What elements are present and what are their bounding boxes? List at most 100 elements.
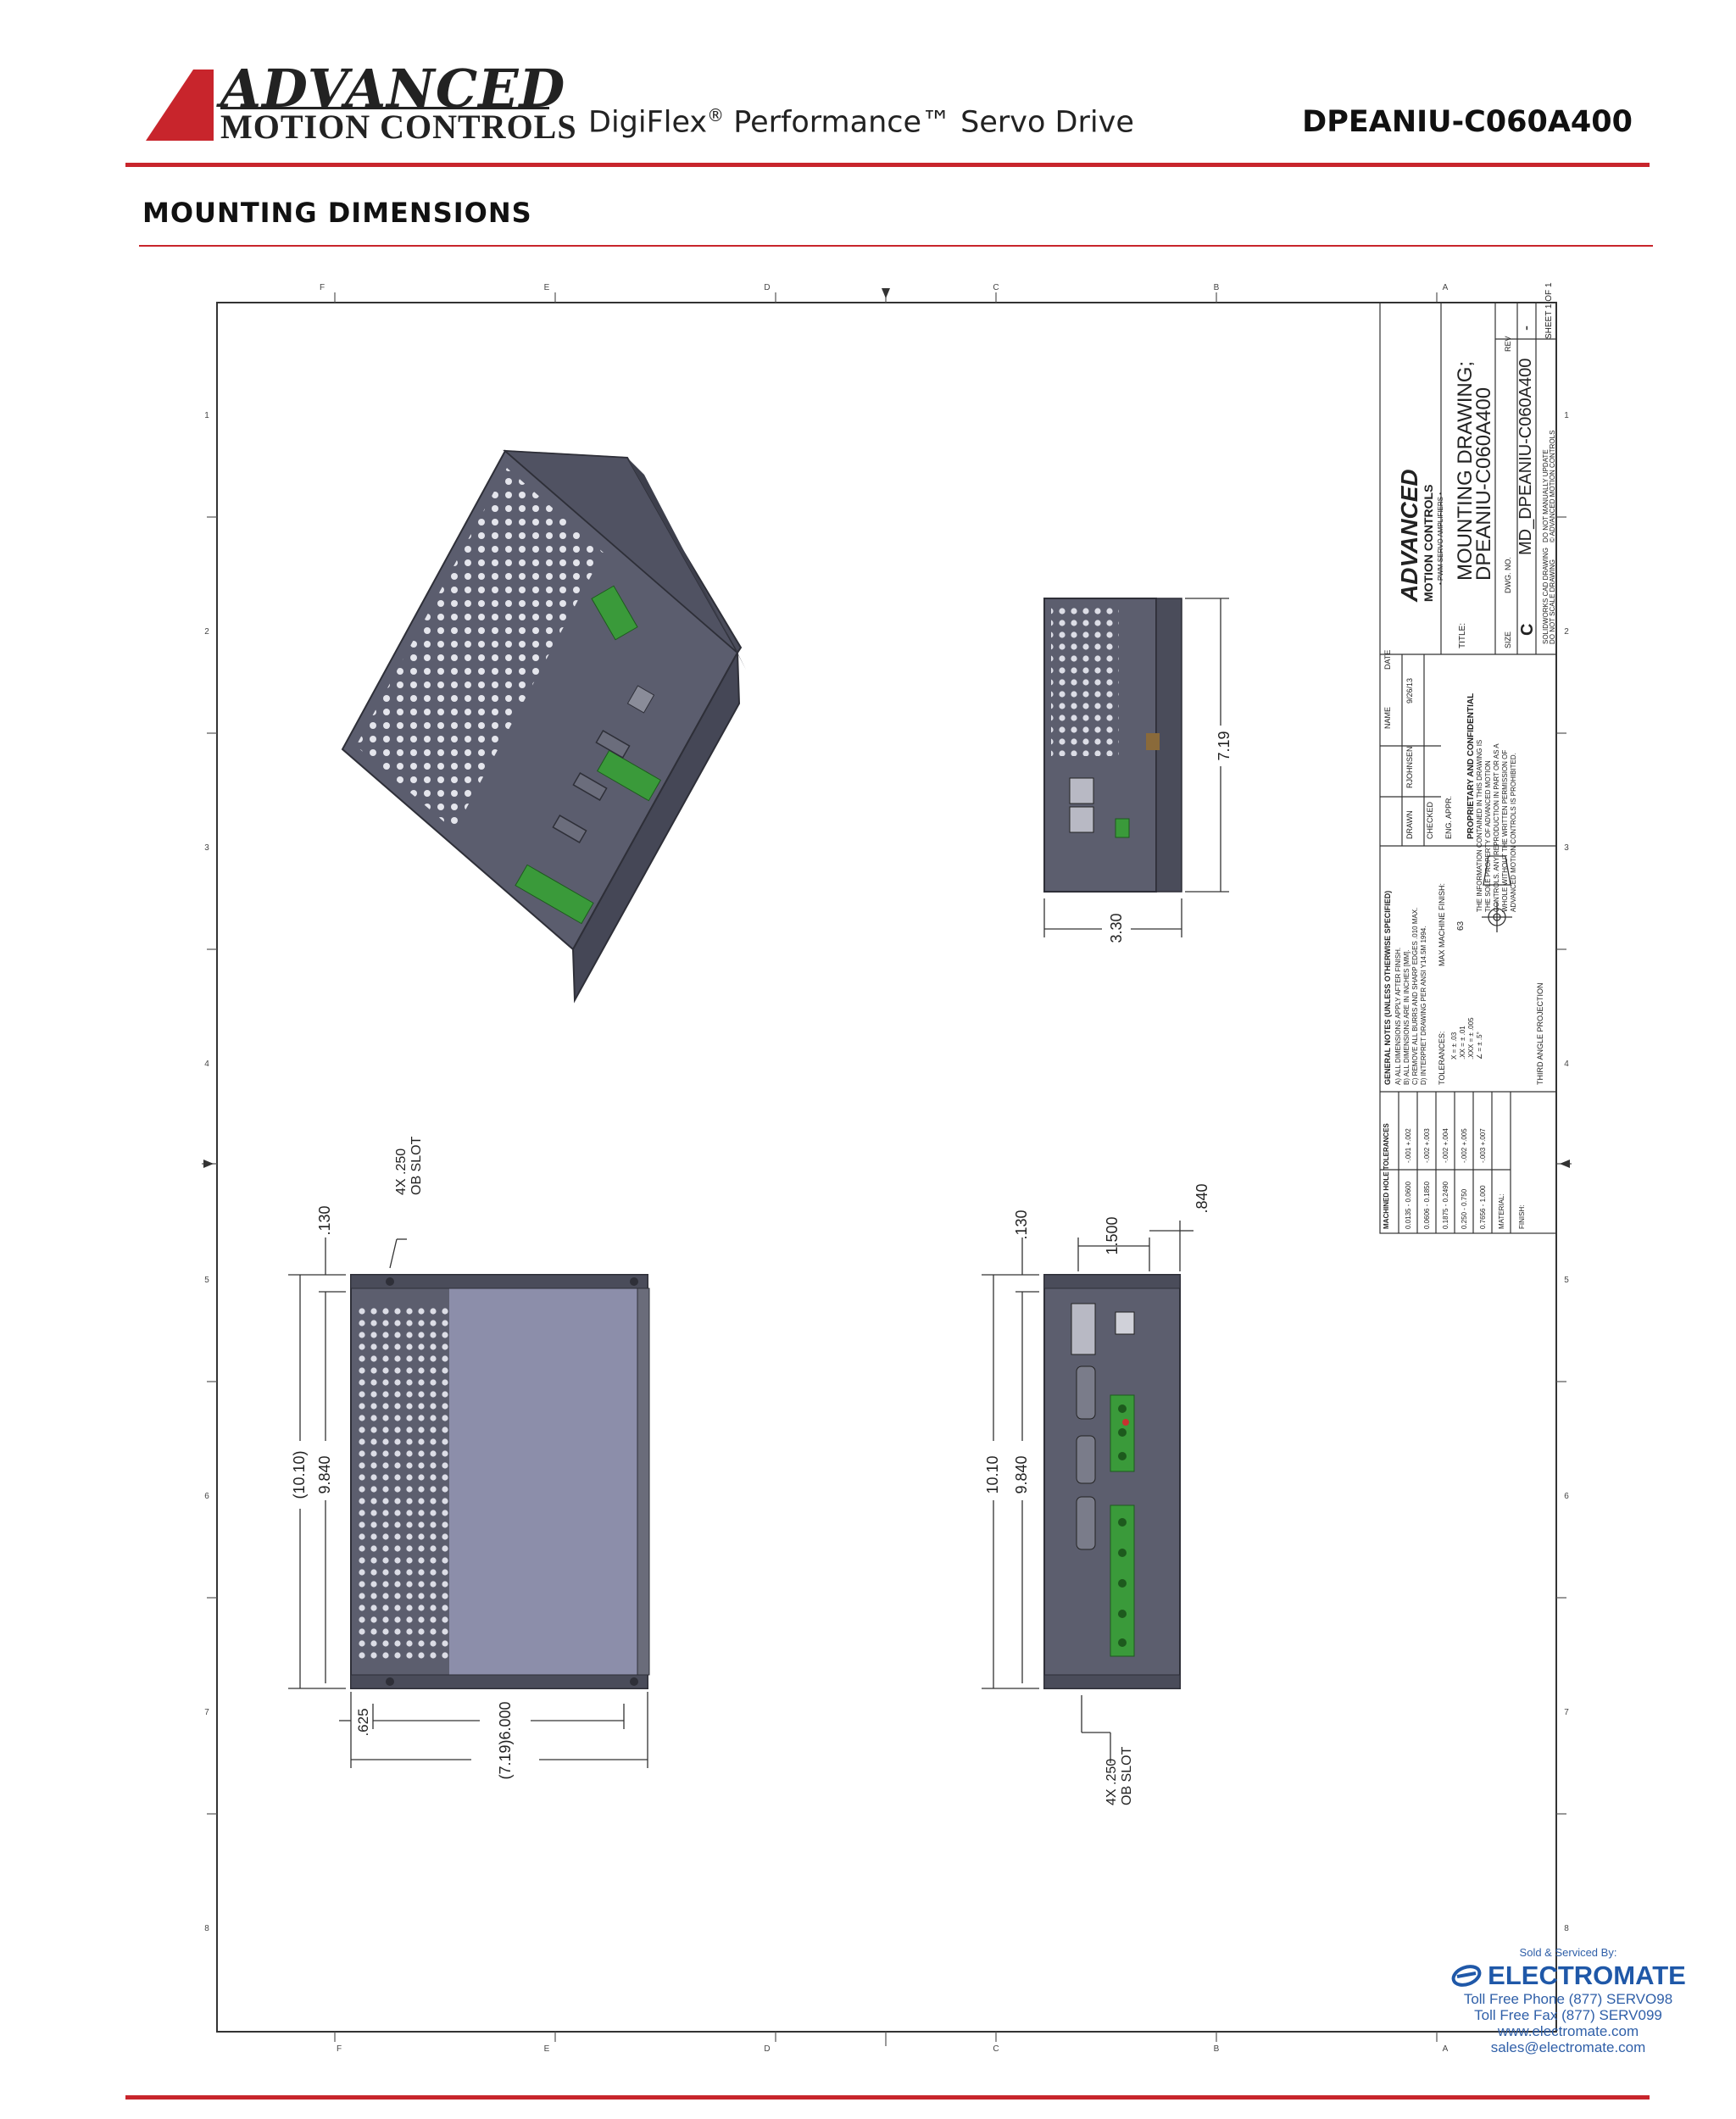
tb-drawn-label: DRAWN	[1405, 810, 1414, 839]
center-arrow-right	[1560, 1160, 1570, 1168]
zone-number: 4	[204, 1060, 209, 1069]
tb-do-not: DO NOT MANUALLY UPDATE	[1542, 449, 1550, 542]
zone-number: 1	[204, 411, 209, 420]
side-view	[1043, 598, 1182, 893]
side-flange	[1155, 598, 1182, 893]
zone-letter: D	[764, 283, 770, 292]
dim-130-left: .130	[316, 1205, 333, 1235]
tb-general-notes: GENERAL NOTES (UNLESS OTHERWISE SPECIFIE…	[1383, 891, 1392, 1085]
tb-hole-row: 0.250 - 0.750	[1461, 1188, 1468, 1229]
header-rule	[125, 163, 1650, 167]
tb-third-angle: THIRD ANGLE PROJECTION	[1536, 982, 1544, 1085]
part-number: DPEANIU-C060A400	[1302, 105, 1633, 139]
dim-10-10-left: (10.10)	[291, 1450, 308, 1499]
dim-10-10-right: 10.10	[984, 1455, 1001, 1493]
dim-7-19-bottom: (7.19)	[497, 1739, 514, 1779]
tb-eng-label: ENG. APPR.	[1444, 796, 1453, 839]
tb-tol: X = ± .03	[1450, 1032, 1458, 1060]
zone-number: 1	[1564, 411, 1569, 420]
top-edge-right	[637, 1288, 650, 1676]
dim-3-30: 3.30	[1108, 913, 1125, 943]
iso-connector	[597, 749, 661, 802]
page-header: ADVANCED MOTION CONTROLS DigiFlex® Perfo…	[0, 0, 1736, 170]
front-dsub-3	[1076, 1496, 1096, 1550]
zone-letters-bottom: F E D C B A	[337, 2044, 1449, 2054]
iso-port	[552, 815, 587, 843]
zone-number: 2	[204, 627, 209, 637]
slot-label-bottom: 4X .250 OB SLOT	[1104, 1746, 1134, 1805]
company-logo: ADVANCED MOTION CONTROLS	[142, 58, 576, 146]
tb-rev-label: REV	[1504, 336, 1512, 352]
iso-dsub-ports	[552, 730, 631, 843]
tb-hole-tol-title: MACHINED HOLE TOLERANCES	[1383, 1123, 1390, 1229]
tb-company-sub: • PWM SERVO AMPLIFIERS •	[1437, 492, 1444, 585]
tb-dwg-value: MD_DPEANIU-C060A400	[1516, 359, 1535, 555]
tb-hole-row: 0.0135 - 0.0600	[1405, 1181, 1412, 1229]
zone-number: 8	[204, 1924, 209, 1933]
front-dsub-2	[1076, 1435, 1096, 1484]
iso-rj-port	[626, 685, 655, 714]
slot-label-line1: 4X .250	[394, 1148, 409, 1195]
tb-max-finish: MAX MACHINE FINISH:	[1438, 883, 1446, 966]
electromate-web[interactable]: www.electromate.com	[1497, 2023, 1639, 2039]
zone-letter: C	[993, 283, 999, 292]
tb-title-line1: MOUNTING DRAWING;	[1454, 361, 1477, 581]
tb-do-not-scale: DO NOT SCALE DRAWING	[1549, 559, 1556, 644]
tb-checked-label: CHECKED	[1426, 801, 1434, 839]
front-led	[1122, 1419, 1129, 1426]
electromate-name: ELECTROMATE	[1488, 1960, 1686, 1990]
side-connector-green	[1115, 818, 1130, 838]
title-block-text: ADVANCED MOTION CONTROLS • PWM SERVO AMP…	[1383, 282, 1556, 1229]
zone-number: 7	[204, 1708, 209, 1717]
electromate-logo-icon	[1451, 1965, 1482, 1987]
tb-solidworks: SOLIDWORKS CAD DRAWING	[1542, 548, 1550, 644]
zone-letter: B	[1214, 2044, 1220, 2054]
slot-hole	[386, 1677, 394, 1686]
slot-label-line2: OB SLOT	[409, 1136, 424, 1195]
tb-rev-value: -	[1517, 325, 1534, 331]
tb-tol: .XX = ± .01	[1459, 1026, 1466, 1060]
tb-hole-row: -.002 +.004	[1442, 1128, 1449, 1163]
zone-letter: C	[993, 2044, 999, 2054]
dim-130-right: .130	[1013, 1210, 1030, 1239]
section-title: MOUNTING DIMENSIONS	[142, 197, 532, 229]
zone-number: 4	[1564, 1060, 1569, 1069]
electromate-sold-by: Sold & Serviced By:	[1519, 1946, 1617, 1959]
tb-title-label: TITLE:	[1458, 623, 1467, 648]
tb-tol: ∠ = ± .5°	[1476, 1032, 1483, 1060]
isometric-view	[341, 449, 746, 1004]
tb-material: MATERIAL:	[1498, 1193, 1505, 1229]
tb-hole-row: -.003 +.007	[1479, 1128, 1487, 1163]
tb-hole-row: 0.0606 - 0.1850	[1423, 1181, 1431, 1229]
logo-divider	[220, 107, 549, 109]
electromate-fax: Toll Free Fax (877) SERV099	[1474, 2007, 1662, 2023]
zone-number: 7	[1564, 1708, 1569, 1717]
center-arrow-top	[882, 288, 890, 298]
tb-hole-row: -.001 +.002	[1405, 1128, 1412, 1163]
tb-company-line2: MOTION CONTROLS	[1422, 485, 1435, 602]
zone-letter: D	[764, 2044, 770, 2054]
iso-connector	[591, 585, 638, 641]
tb-tolerances: TOLERANCES:	[1438, 1032, 1446, 1085]
slot-label-line2: OB SLOT	[1120, 1746, 1134, 1805]
tb-dwg-label: DWG. NO.	[1504, 557, 1512, 593]
zone-letter: F	[320, 283, 325, 292]
side-connector-a	[1069, 777, 1094, 804]
top-view	[350, 1274, 650, 1689]
zone-number: 8	[1564, 1924, 1569, 1933]
tb-title-line2: DPEANIU-C060A400	[1472, 387, 1495, 581]
tb-note: A) ALL DIMENSIONS APPLY AFTER FINISH.	[1394, 948, 1402, 1085]
tb-drawn-name: RJOHNSEN	[1405, 746, 1414, 788]
zone-letter: F	[337, 2044, 342, 2054]
zone-letter: E	[544, 2044, 550, 2054]
tb-name-label: NAME	[1383, 707, 1392, 729]
zone-numbers-right: 1 2 3 4 5 6 7 8	[1564, 411, 1569, 1933]
iso-connector	[515, 864, 594, 925]
electromate-email[interactable]: sales@electromate.com	[1490, 2039, 1646, 2055]
top-panel	[449, 1280, 644, 1683]
slot-label-top: 4X .250 OB SLOT	[394, 1136, 424, 1195]
logo-word-motion-controls: MOTION CONTROLS	[220, 108, 577, 146]
slot-hole	[386, 1277, 394, 1286]
zone-number: 3	[204, 843, 209, 853]
